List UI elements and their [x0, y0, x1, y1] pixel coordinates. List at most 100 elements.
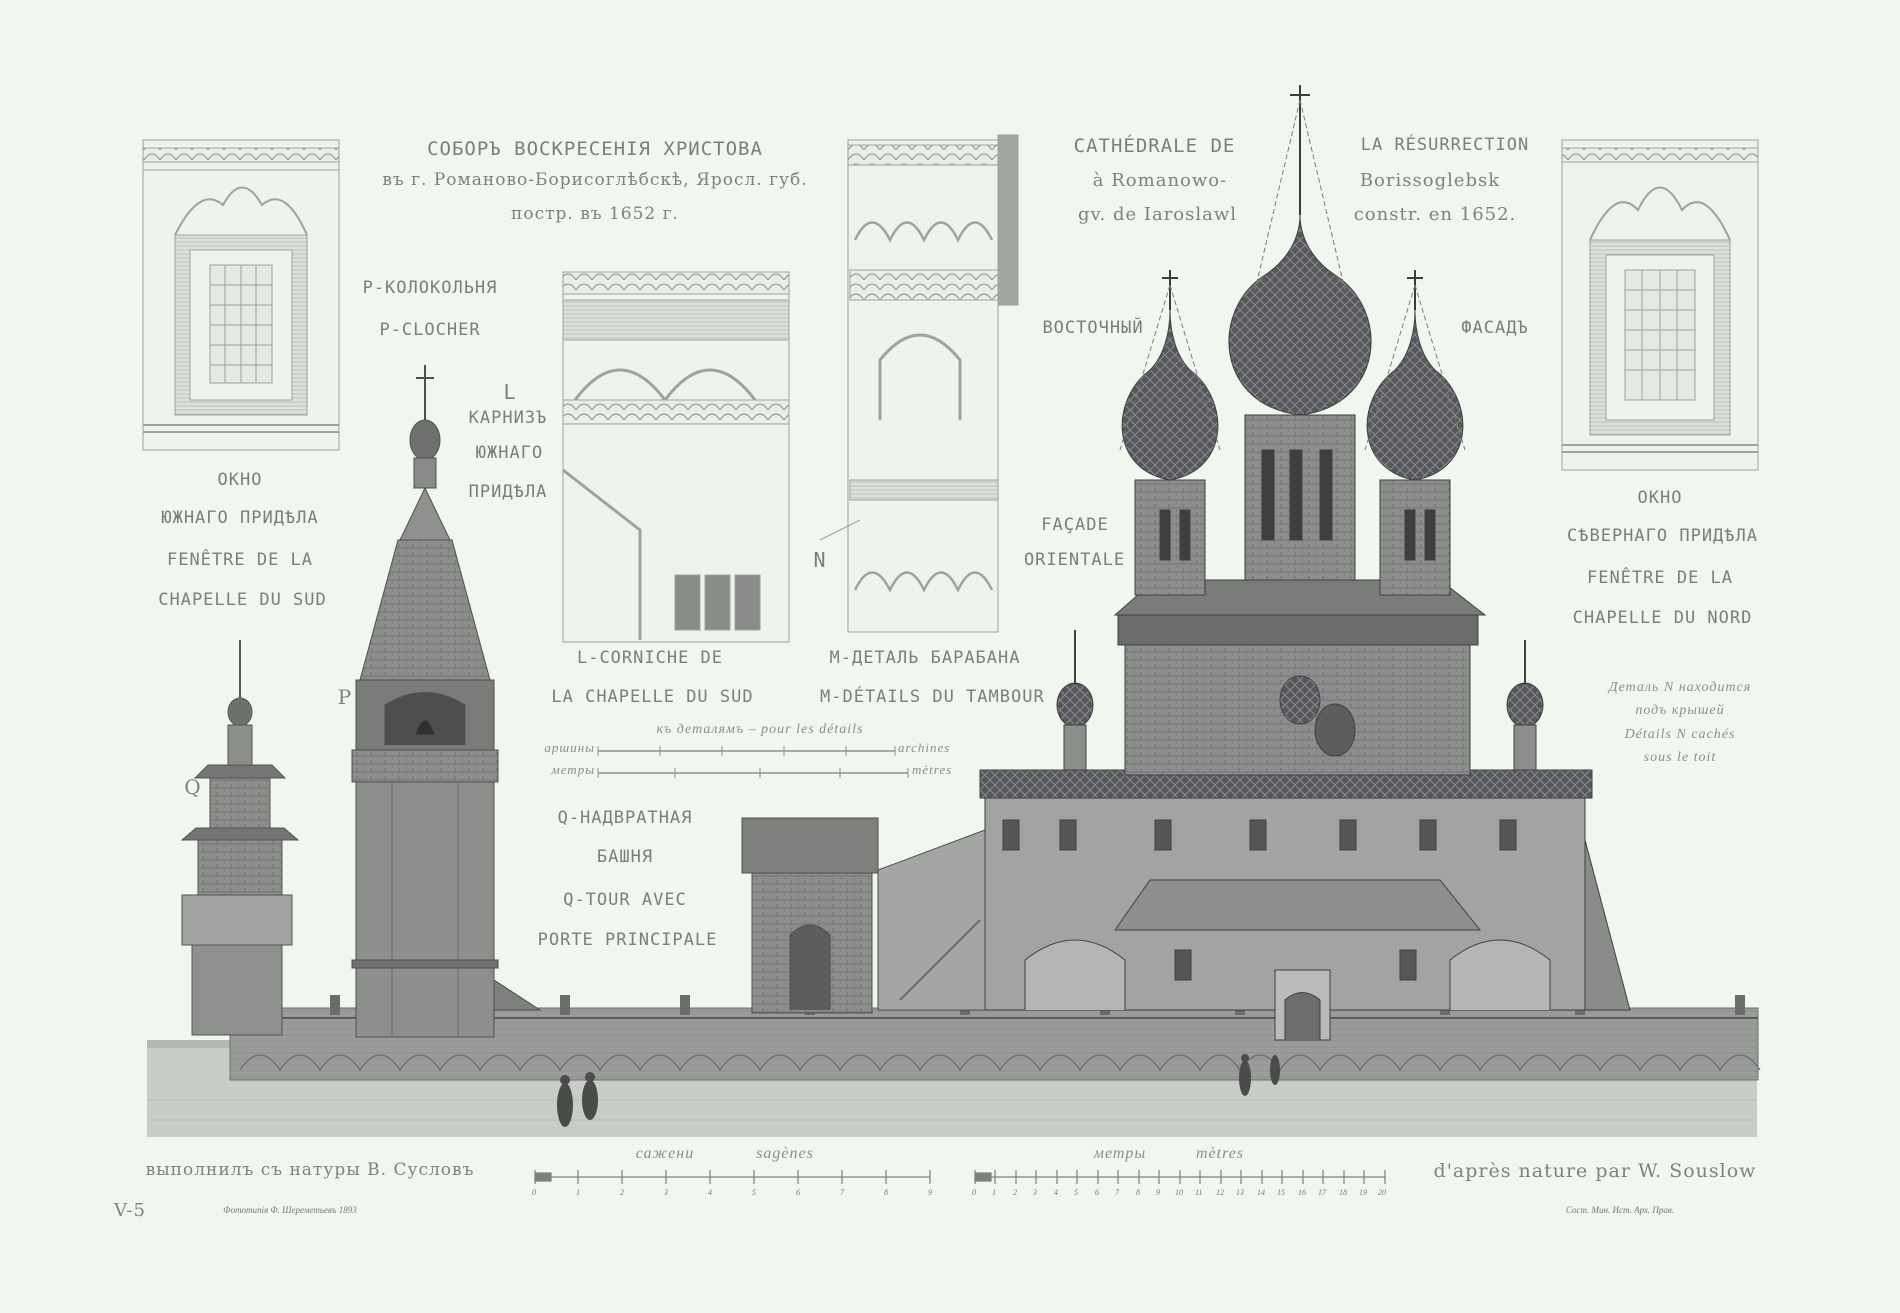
- tick: 6: [796, 1188, 800, 1197]
- tick: 16: [1298, 1188, 1306, 1197]
- detail-note-ru-line2: подъ крышей: [1635, 703, 1725, 718]
- detail-note-fr-line2: sous le toit: [1643, 750, 1717, 765]
- detail-note-ru-line1: Деталь N находится: [1608, 680, 1752, 695]
- tick: 4: [1054, 1188, 1058, 1197]
- south-window-drawing: [142, 139, 340, 451]
- south-window-ru-line2: ЮЖНАГО ПРИДѢЛА: [161, 508, 319, 528]
- tick: 12: [1216, 1188, 1224, 1197]
- title-fr-right-line2: Borissoglebsk: [1359, 170, 1501, 191]
- north-window-fr-line1: FENÊTRE DE LA: [1586, 568, 1734, 588]
- credit-ru: выполнилъ съ натуры В. Сусловъ: [145, 1160, 475, 1180]
- gate-tower-ru-line2: БАШНЯ: [596, 847, 654, 867]
- tick: 0: [532, 1188, 536, 1197]
- north-window-ru-line2: СѢВЕРНАГО ПРИДѢЛА: [1567, 526, 1758, 546]
- cornice-ru-line3: ПРИДѢЛА: [468, 482, 548, 502]
- south-window-fr-line1: FENÊTRE DE LA: [166, 550, 314, 570]
- tick: 17: [1318, 1188, 1326, 1197]
- tick: 18: [1339, 1188, 1347, 1197]
- tick: 4: [708, 1188, 712, 1197]
- tick: 6: [1095, 1188, 1099, 1197]
- bell-tower-fr: P-CLOCHER: [379, 320, 481, 340]
- drum-marker: N: [813, 548, 827, 572]
- printer-credit-left: Фототипія Ф. Шереметьевъ 1893: [223, 1205, 357, 1215]
- cornice-ru-line1: КАРНИЗЪ: [468, 408, 548, 428]
- facade-fr-line2: ORIENTALE: [1023, 550, 1126, 570]
- gate-tower-drawing: [180, 640, 300, 1036]
- bell-tower-ru: P-КОЛОКОЛЬНЯ: [362, 278, 498, 298]
- tick: 5: [752, 1188, 756, 1197]
- tick: 20: [1378, 1188, 1386, 1197]
- tick: 11: [1195, 1188, 1203, 1197]
- title-fr-left-line3: gv. de Iaroslawl: [1077, 204, 1238, 225]
- cornice-fr-line2: LA CHAPELLE DU SUD: [551, 687, 754, 707]
- cornice-ru-line2: ЮЖНАГО: [475, 443, 544, 463]
- printer-credit-right: Сост. Мин. Ист. Арх. Прав.: [1565, 1205, 1675, 1215]
- bottom-scale-metres: [974, 1170, 1386, 1184]
- north-window-fr-line2: CHAPELLE DU NORD: [1572, 608, 1753, 628]
- tick: 9: [1156, 1188, 1160, 1197]
- porch-gallery-drawing: [741, 817, 986, 1014]
- tick: 15: [1277, 1188, 1285, 1197]
- figures: [557, 1054, 1280, 1127]
- north-window-ru-line1: ОКНО: [1637, 488, 1683, 508]
- tick: 8: [1136, 1188, 1140, 1197]
- cornice-fr-line1: L-CORNICHE DE: [576, 648, 724, 668]
- tick: 5: [1074, 1188, 1078, 1197]
- gate-tower-ru-line1: Q-НАДВРАТНАЯ: [557, 808, 693, 828]
- detail-scale-row2-left: метры: [551, 762, 595, 777]
- north-window-drawing: [1561, 139, 1759, 471]
- gate-tower-fr-line1: Q-TOUR AVEC: [563, 890, 687, 910]
- tick: 10: [1175, 1188, 1183, 1197]
- title-fr-left-line2: à Romanowo-: [1092, 170, 1228, 191]
- tick: 7: [840, 1188, 844, 1197]
- tick: 13: [1236, 1188, 1244, 1197]
- tick: 19: [1359, 1188, 1367, 1197]
- title-fr-left-line1: CATHÉDRALE DE: [1073, 135, 1236, 157]
- tick: 1: [992, 1188, 996, 1197]
- tick: 7: [1115, 1188, 1119, 1197]
- cornice-marker: L: [503, 380, 517, 404]
- south-window-ru-line1: ОКНО: [217, 470, 263, 490]
- credit-fr: d'après nature par W. Souslow: [1433, 1160, 1757, 1182]
- tick: 3: [1033, 1188, 1037, 1197]
- tick: 2: [1013, 1188, 1017, 1197]
- bell-tower-marker: P: [337, 685, 353, 709]
- scale-metres-fr: mètres: [1195, 1145, 1245, 1162]
- fathoms-tick-labels: 0 1 2 3 4 5 6 7 8 9: [530, 1188, 940, 1202]
- cornice-detail-drawing: [562, 271, 790, 643]
- tick: 3: [664, 1188, 668, 1197]
- facade-ru-right: ФАСАДЪ: [1461, 318, 1529, 338]
- gate-tower-fr-line2: PORTE PRINCIPALE: [537, 930, 718, 950]
- tick: 14: [1257, 1188, 1265, 1197]
- south-window-fr-line2: CHAPELLE DU SUD: [158, 590, 327, 610]
- metres-tick-labels: 0 1 2 3 4 5 6 7 8 9 10 11 12 13 14 15 16…: [972, 1188, 1392, 1202]
- gate-tower-marker: Q: [184, 775, 202, 799]
- cathedral-drawing: [979, 85, 1631, 1041]
- detail-scale-row1-right: archines: [898, 740, 951, 755]
- scale-fathoms-fr: sagènes: [756, 1145, 814, 1162]
- detail-scale-row1-left: аршины: [544, 740, 595, 755]
- title-ru-line2: въ г. Романово-Борисоглѣбскѣ, Яросл. губ…: [382, 170, 808, 190]
- scale-metres-ru: метры: [1093, 1145, 1147, 1162]
- drum-fr: M-DÉTAILS DU TAMBOUR: [820, 687, 1045, 707]
- title-ru-line3: постр. въ 1652 г.: [511, 204, 679, 224]
- tick: 9: [928, 1188, 932, 1197]
- detail-note-fr-line1: Détails N cachés: [1624, 727, 1736, 742]
- detail-scale-title: къ деталямъ – pour les détails: [656, 722, 864, 737]
- title-ru-line1: СОБОРЪ ВОСКРЕСЕНІЯ ХРИСТОВА: [427, 138, 763, 160]
- tick: 2: [620, 1188, 624, 1197]
- detail-scale-bars: [597, 746, 909, 778]
- bottom-scale-fathoms: [534, 1170, 931, 1184]
- tick: 1: [576, 1188, 580, 1197]
- title-fr-right-line1: LA RÉSURRECTION: [1360, 135, 1530, 155]
- tick: 8: [884, 1188, 888, 1197]
- facade-fr-line1: FAÇADE: [1041, 515, 1109, 535]
- bell-tower-drawing: [351, 365, 542, 1038]
- drum-detail-drawing: [819, 134, 1019, 633]
- drum-ru: M-ДЕТАЛЬ БАРАБАНА: [829, 648, 1021, 668]
- title-fr-right-line3: constr. en 1652.: [1353, 204, 1517, 225]
- enclosure-wall: [229, 995, 1761, 1081]
- tick: 0: [972, 1188, 976, 1197]
